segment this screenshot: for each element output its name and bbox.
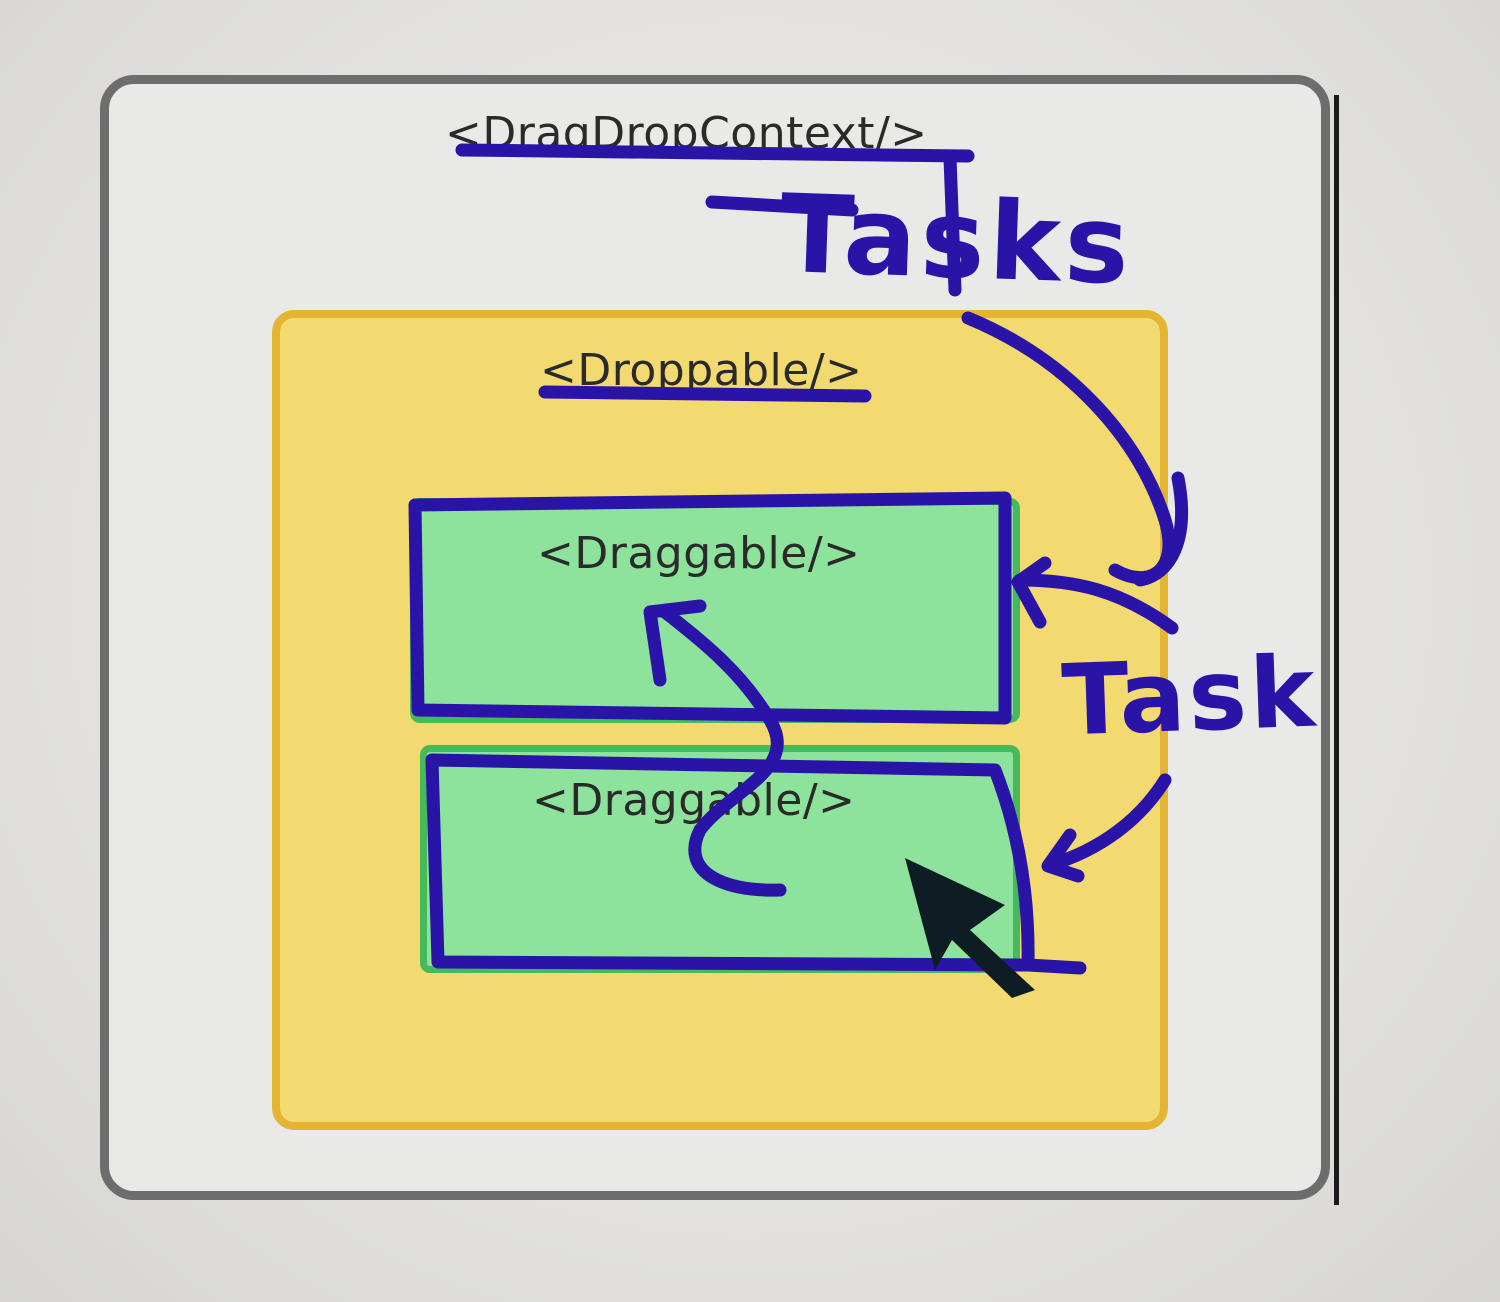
- underline-dragdropcontext: [455, 143, 975, 163]
- underline-droppable: [538, 385, 872, 403]
- tasks-arrow: [961, 311, 1188, 587]
- task-arrow-to-first: [1011, 556, 1179, 635]
- annotation-task: Task: [1060, 635, 1320, 759]
- draggable-label-1: <Draggable/>: [537, 528, 861, 579]
- tasks-t-bar: [705, 195, 859, 217]
- monitor-bezel-edge: [1334, 95, 1339, 1205]
- cursor-arrow-icon: [905, 858, 1035, 998]
- annotation-tasks: Tasks: [777, 171, 1136, 310]
- draggable-label-2: <Draggable/>: [532, 775, 856, 826]
- draggable-2-outline: [425, 753, 1087, 975]
- task-arrow-to-second: [1041, 773, 1172, 883]
- draggable-1-outline: [408, 491, 1012, 725]
- reorder-arrow: [643, 599, 787, 897]
- context-label-tick: [943, 151, 962, 297]
